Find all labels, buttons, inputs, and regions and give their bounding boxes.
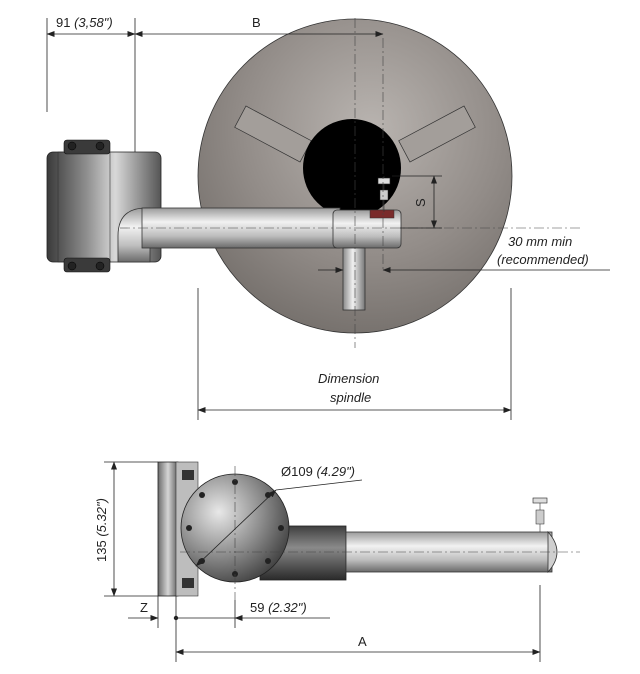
bolt-icon (199, 492, 205, 498)
valve-handle-icon (377, 177, 391, 185)
bolt-icon (67, 141, 77, 151)
spindle-pipe (342, 247, 366, 311)
bolt-icon (199, 558, 205, 564)
joint-seal (369, 209, 395, 219)
reel-spoke-right (398, 105, 476, 163)
pipe-end-cap (547, 530, 558, 574)
min-gap-label-1: 30 mm min (508, 234, 572, 249)
bolt-icon (265, 558, 271, 564)
min-gap-label-2: (recommended) (497, 252, 589, 267)
dim-a-label: A (358, 634, 367, 649)
valve-handle-icon (532, 497, 548, 504)
arm-pipe-light (345, 531, 553, 573)
mounting-plate (157, 461, 179, 597)
diameter-label: Ø109 (4.29") (281, 464, 355, 479)
bolt-icon (95, 141, 105, 151)
bolt-icon (186, 525, 192, 531)
reel-hub (303, 119, 401, 217)
dimension-spindle-label-2: spindle (330, 390, 371, 405)
dim-s-label: S (413, 198, 428, 207)
dim-59-label: 59 (2.32") (250, 600, 307, 615)
bolt-icon (278, 525, 284, 531)
bolt-icon (67, 261, 77, 271)
height-label: 135 (5.32") (94, 498, 109, 562)
bolt-icon (95, 261, 105, 271)
swivel-joint (332, 209, 402, 249)
top-view: 91 (3,58") B S 30 mm min (recommended) D… (46, 15, 610, 420)
dim-91-label: 91 (3,58") (56, 15, 113, 30)
dimension-spindle-label-1: Dimension (318, 371, 379, 386)
side-view: Ø109 (4.29") 135 (5.32") Z 59 (2.32") A (94, 461, 580, 662)
reel-spoke-left (234, 105, 312, 163)
bolt-icon (232, 479, 238, 485)
dim-b-label: B (252, 15, 261, 30)
dim-z-label: Z (140, 600, 148, 615)
